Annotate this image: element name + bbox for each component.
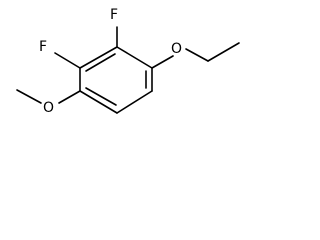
bond-c3-o-methoxy bbox=[58, 90, 81, 104]
chemical-structure-diagram: F F O O bbox=[16, 7, 240, 116]
bond-ch2-ch3 bbox=[207, 42, 240, 62]
bond-c2-f bbox=[54, 52, 81, 69]
atom-fluorine-left: F bbox=[39, 39, 47, 55]
ring-bond-c1-c2 bbox=[79, 46, 118, 69]
ring-bond-c3-c4 bbox=[79, 90, 118, 114]
atom-oxygen-ethoxy: O bbox=[171, 41, 182, 57]
ring-double-bond-inner-1 bbox=[85, 53, 116, 72]
bond-o-ch2 bbox=[185, 48, 209, 62]
benzene-ring bbox=[79, 46, 153, 114]
ring-bond-c6-c1 bbox=[116, 46, 153, 69]
bond-o-ch3 bbox=[16, 89, 42, 104]
atom-fluorine-top: F bbox=[110, 7, 118, 23]
ring-double-bond-inner-2 bbox=[85, 87, 117, 106]
bond-c6-o-ethoxy bbox=[151, 55, 174, 69]
atom-oxygen-methoxy: O bbox=[43, 100, 54, 116]
ring-bond-c4-c5 bbox=[116, 90, 153, 114]
